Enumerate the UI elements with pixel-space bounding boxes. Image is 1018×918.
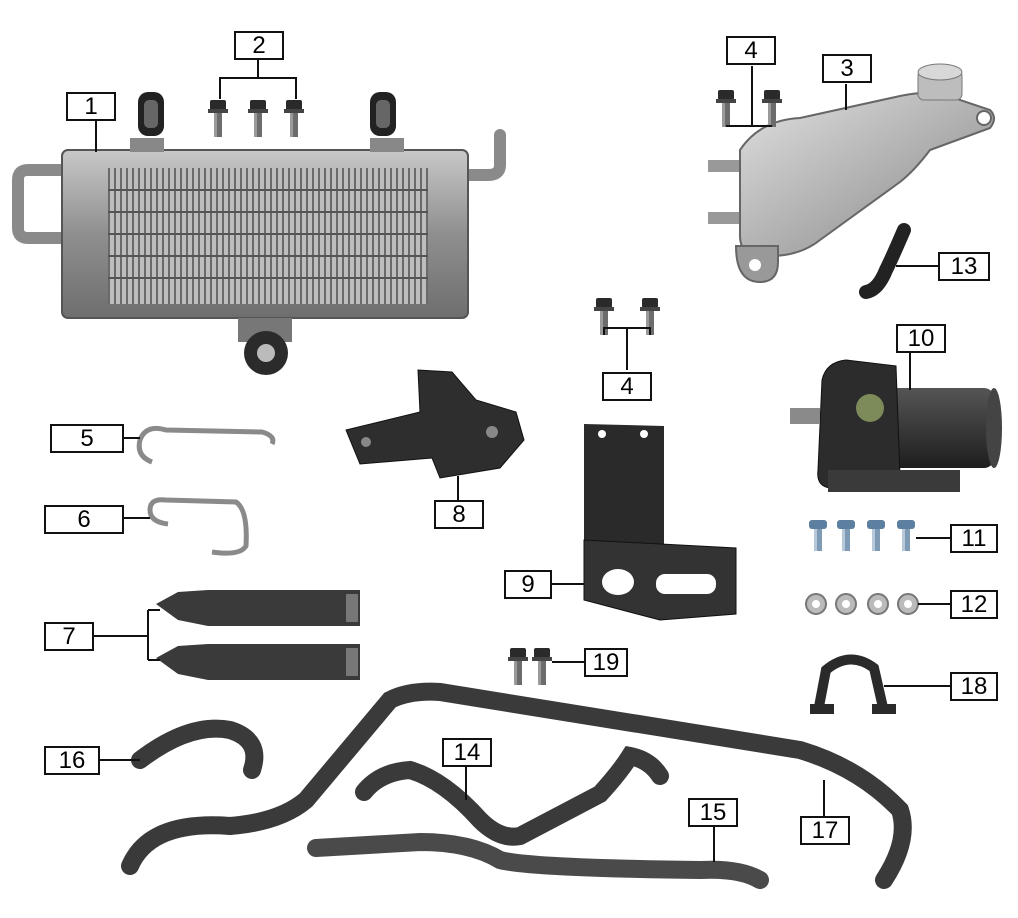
part-label: 15 — [688, 798, 738, 827]
part-label: 4 — [602, 372, 652, 401]
part-label: 14 — [442, 738, 492, 767]
part-label: 17 — [800, 816, 850, 845]
mounting-bracket — [345, 369, 525, 479]
rubber-grommet — [138, 92, 396, 136]
part-label: 9 — [504, 570, 552, 599]
small-hose — [859, 223, 911, 299]
wire-clip — [136, 425, 276, 465]
part-label: 16 — [44, 746, 100, 775]
small-bolts — [508, 648, 552, 685]
electric-pump — [790, 359, 1002, 492]
part-label: 2 — [234, 31, 284, 60]
part-label: 10 — [896, 324, 946, 353]
pump-bolts — [809, 520, 915, 551]
part-label: 5 — [50, 424, 124, 453]
part-label: 6 — [44, 505, 124, 534]
coolant-hoses — [121, 682, 912, 889]
part-label: 12 — [950, 590, 998, 619]
cooler-mounting-bolts — [208, 100, 304, 137]
coolant-reservoir — [708, 63, 995, 284]
part-label: 18 — [950, 672, 998, 701]
rubber-straps — [156, 590, 360, 680]
part-label: 4 — [726, 36, 776, 65]
part-label: 19 — [584, 648, 628, 677]
part-label: 13 — [938, 252, 990, 281]
hose-clamp — [813, 654, 889, 714]
part-label: 8 — [434, 500, 484, 529]
wire-clip — [147, 497, 249, 556]
part-label: 3 — [822, 54, 872, 83]
pump-nuts — [805, 593, 919, 615]
part-label: 11 — [950, 524, 998, 553]
pump-bracket — [583, 424, 737, 621]
part-label: 1 — [66, 92, 116, 121]
part-label: 7 — [44, 622, 94, 651]
reservoir-bolts — [716, 90, 782, 127]
oil-cooler — [12, 129, 506, 375]
